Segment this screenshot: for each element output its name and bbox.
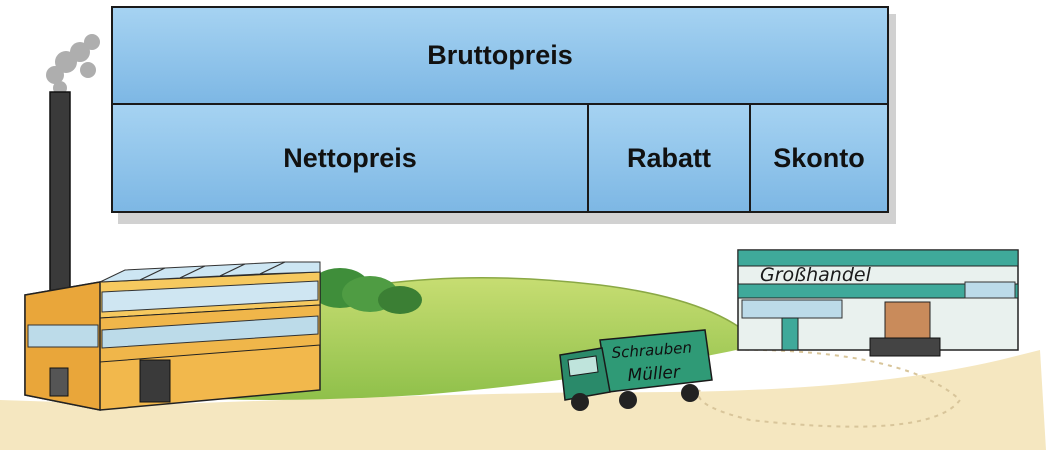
smoke [46,34,100,95]
rabatt-label: Rabatt [588,104,750,212]
chimney [50,92,70,297]
nettopreis-label: Nettopreis [112,104,588,212]
wholesaler-building: Großhandel [738,250,1018,356]
truck-sign-line2: Müller [627,362,682,386]
top-bar-label: Bruttopreis [112,7,888,104]
wholesaler-sign: Großhandel [760,264,872,286]
skonto-label: Skonto [750,104,888,212]
